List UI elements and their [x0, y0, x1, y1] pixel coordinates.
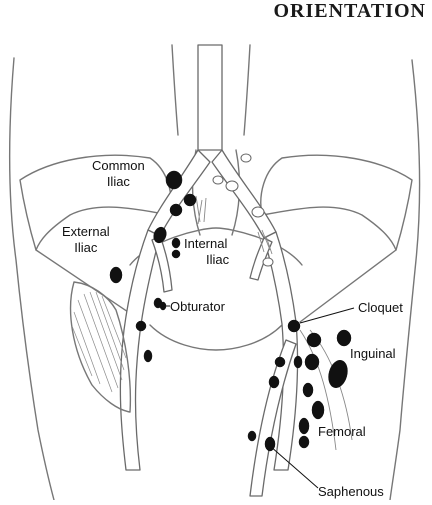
femoral-node: [302, 382, 314, 398]
right-flank-outline: [389, 59, 421, 501]
left-internal-iliac-vessel: [151, 235, 173, 293]
obturator-node: [159, 301, 167, 311]
left-thigh-muscle: [69, 281, 132, 413]
femoral-node: [264, 436, 276, 452]
right-external-iliac-vessel: [263, 231, 299, 471]
femoral-label: Femoral: [318, 424, 366, 439]
inguinal-node: [306, 332, 322, 348]
obturator-label: Obturator: [170, 299, 225, 314]
spine-left-edge: [171, 44, 179, 136]
femoral-node: [298, 417, 310, 435]
inguinal-label: Inguinal: [350, 346, 396, 361]
right-iliac-wing: [260, 154, 413, 251]
cloquet-leader: [299, 307, 355, 324]
cloquet-label: Cloquet: [358, 300, 403, 315]
open-node: [262, 257, 274, 267]
external-iliac-node: [153, 226, 167, 244]
pubic-arch: [149, 324, 283, 351]
open-node: [240, 153, 252, 163]
right-nerve-fibers: [257, 229, 273, 255]
open-node: [225, 180, 239, 192]
left-iliac-wing: [19, 154, 172, 251]
page-title: ORIENTATION: [273, 0, 426, 22]
femoral-node: [268, 375, 280, 389]
open-node: [212, 175, 224, 185]
left-flank-outline: [9, 57, 55, 501]
femoral-node: [298, 435, 310, 449]
common-iliac-node: [165, 170, 183, 190]
common-iliac-node: [169, 203, 183, 217]
internal-iliac-node: [171, 237, 181, 249]
right-internal-iliac-vessel: [249, 237, 273, 281]
femoral-node: [247, 430, 257, 442]
aorta: [197, 44, 223, 151]
left-groin-node: [135, 320, 147, 332]
left-nerve-fibers: [195, 195, 207, 225]
cloquet-node: [287, 319, 301, 333]
common-iliac-node: [183, 193, 197, 207]
inguinal-node: [274, 356, 286, 368]
saphenous-leader: [269, 445, 319, 489]
inguinal-node: [293, 355, 303, 369]
internal-iliac-node: [171, 249, 181, 259]
left-groin-node: [143, 349, 153, 363]
inguinal-node: [336, 329, 352, 347]
left-common-iliac-vessel: [147, 149, 211, 237]
right-inguinal-ligament: [299, 249, 397, 323]
saphenous-label: Saphenous: [318, 484, 384, 499]
inguinal-node: [328, 360, 348, 388]
right-common-iliac-vessel: [211, 149, 277, 239]
spine-right-edge: [243, 44, 251, 136]
femoral-node: [311, 400, 325, 420]
open-node: [251, 206, 265, 218]
muscle-hatching: [71, 291, 127, 393]
inguinal-node: [304, 353, 320, 371]
external-iliac-node: [109, 266, 123, 284]
